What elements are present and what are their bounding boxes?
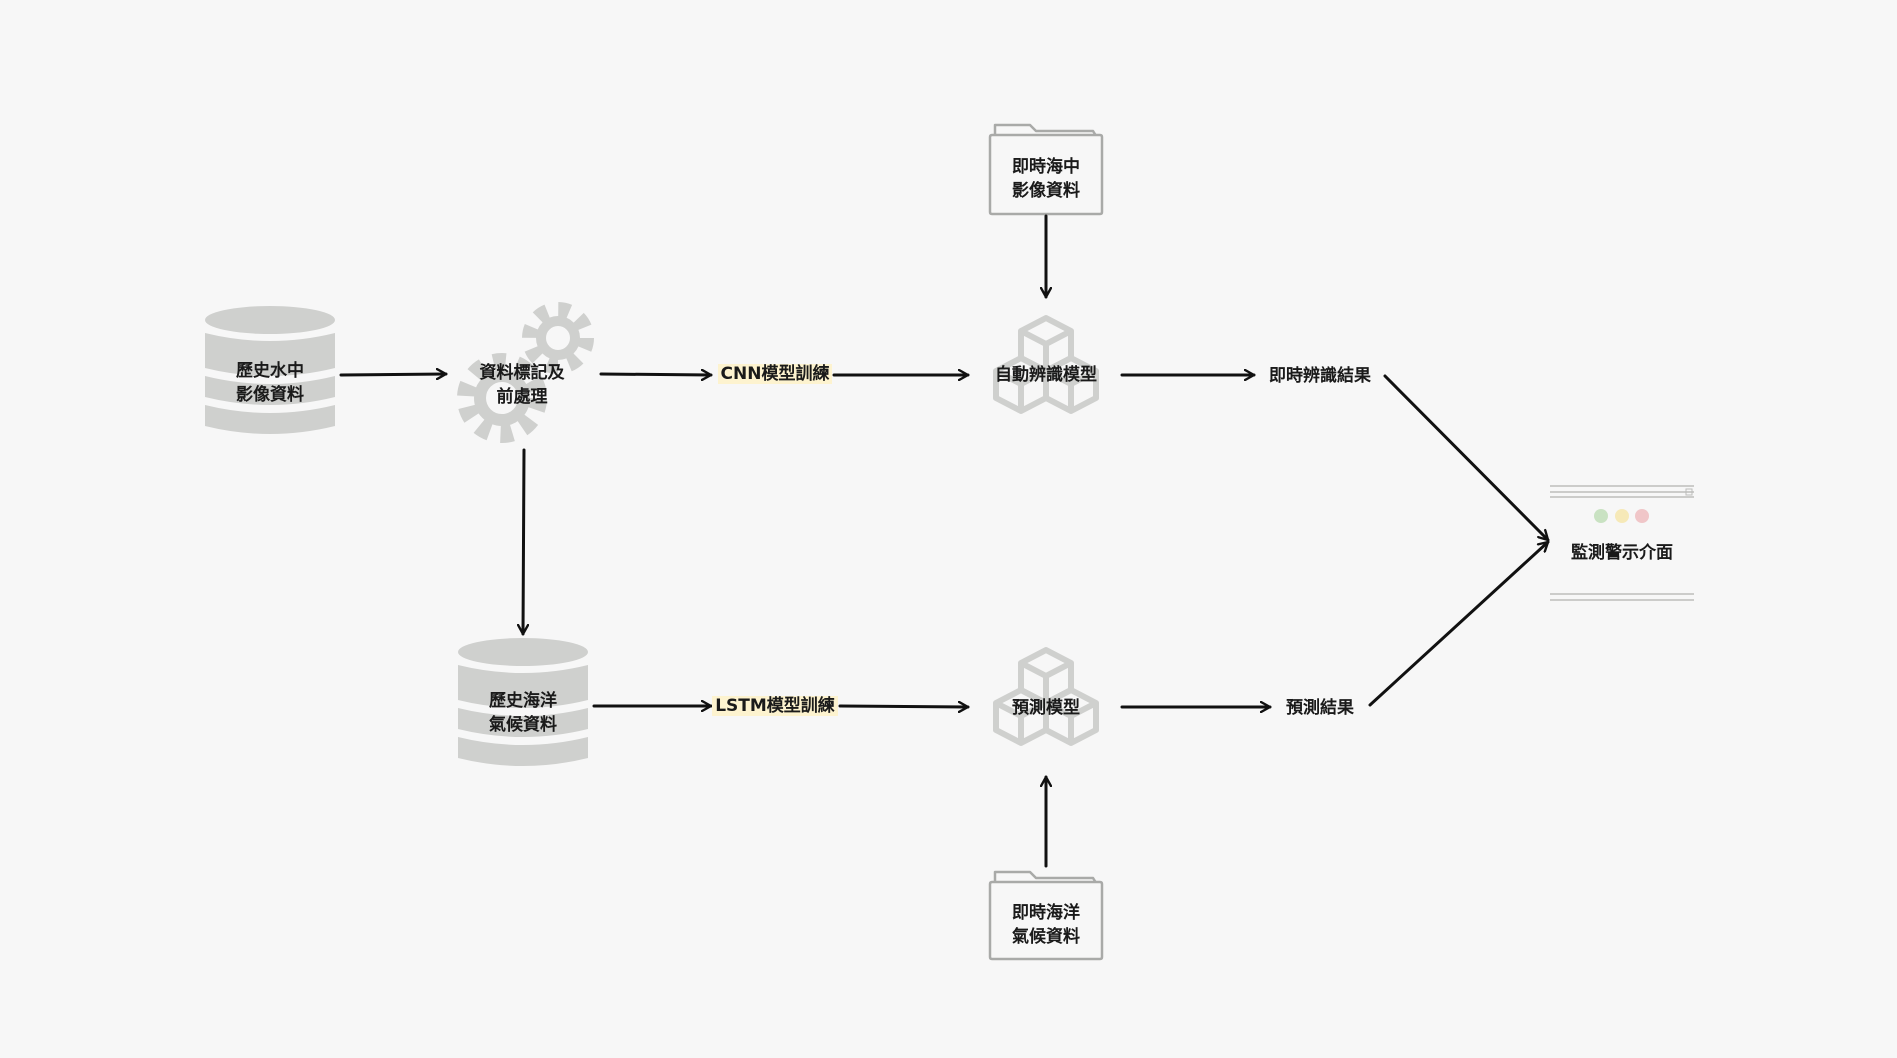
browser-window-icon	[1550, 485, 1694, 601]
node-label-line: 前處理	[496, 387, 548, 407]
node-label-line: 氣候資料	[1012, 927, 1080, 947]
node-realtime-underwater-images: 即時海中 影像資料	[976, 155, 1116, 203]
node-label-line: 歷史海洋	[489, 691, 557, 711]
node-label-line: 資料標記及	[479, 363, 565, 383]
node-realtime-ocean-climate: 即時海洋 氣候資料	[976, 901, 1116, 949]
node-label-line: 歷史水中	[236, 361, 304, 381]
edge-label-text: LSTM模型訓練	[712, 696, 838, 716]
node-label-line: 自動辨識模型	[995, 365, 1097, 385]
node-realtime-recognition-result: 即時辨識結果	[1250, 364, 1390, 388]
node-label-line: 預測結果	[1286, 698, 1354, 718]
node-label-line: 監測警示介面	[1571, 543, 1673, 563]
arrow-labeling-to-cnn-label	[599, 374, 713, 375]
node-label-line: 影像資料	[1012, 181, 1080, 201]
cubes-icon	[993, 315, 1099, 414]
node-hist-underwater-images: 歷史水中 影像資料	[200, 359, 340, 407]
database-icon	[205, 306, 335, 434]
database-icon	[458, 638, 588, 766]
node-label-line: 氣候資料	[489, 715, 557, 735]
gears-icon	[457, 302, 594, 443]
arrow-pred-result-to-ui	[1368, 540, 1550, 707]
node-label-line: 即時辨識結果	[1269, 366, 1371, 386]
cubes-icon	[993, 647, 1099, 746]
arrow-lstm-label-to-pred-model	[838, 706, 970, 707]
edge-label-cnn-training: CNN模型訓練	[705, 362, 845, 386]
node-labeling-preprocessing: 資料標記及 前處理	[452, 361, 592, 409]
node-label-line: 即時海洋	[1012, 903, 1080, 923]
node-label-line: 即時海中	[1012, 157, 1080, 177]
node-prediction-model: 預測模型	[976, 696, 1116, 720]
edge-label-text: CNN模型訓練	[717, 364, 833, 384]
node-label-line: 預測模型	[1012, 698, 1080, 718]
node-prediction-result: 預測結果	[1250, 696, 1390, 720]
node-monitoring-alert-ui: 監測警示介面	[1552, 541, 1692, 565]
node-auto-recognition-model: 自動辨識模型	[966, 363, 1126, 387]
folder-icon	[988, 870, 1104, 961]
edge-label-lstm-training: LSTM模型訓練	[695, 694, 855, 718]
arrow-realtime-result-to-ui	[1383, 374, 1550, 542]
node-hist-ocean-climate: 歷史海洋 氣候資料	[453, 689, 593, 737]
folder-icon	[988, 123, 1104, 216]
node-label-line: 影像資料	[236, 385, 304, 405]
arrow-labeling-to-hist-climate	[523, 448, 524, 636]
arrow-hist-images-to-labeling	[339, 374, 448, 375]
